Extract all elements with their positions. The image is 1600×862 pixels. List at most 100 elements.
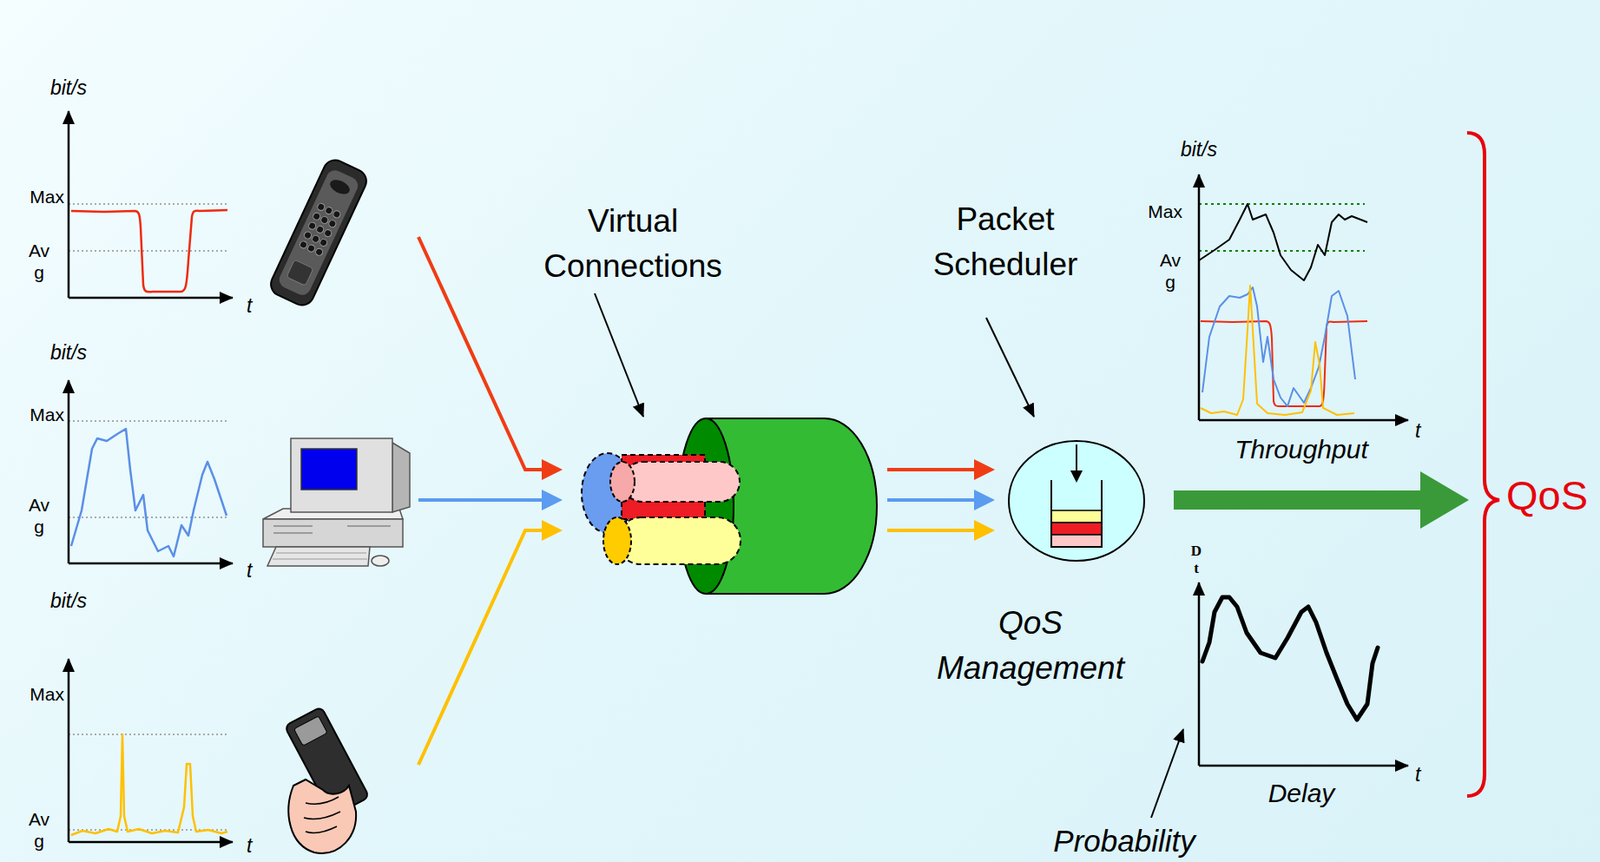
y-axis: [67, 380, 71, 564]
monitor-screen: [301, 448, 357, 490]
computer-icon: [263, 438, 410, 567]
yellow-tube: [617, 517, 741, 565]
time-axis-label: t: [246, 834, 252, 857]
time-axis-label: t: [1415, 419, 1421, 442]
queue-packet: [1051, 510, 1102, 523]
pipe: [581, 418, 877, 594]
callout-label: Virtual Connections: [541, 198, 725, 290]
data-curve: [71, 428, 227, 557]
yellow-tube-end: [603, 517, 632, 565]
blue-arrowhead: [974, 489, 995, 511]
y-axis: [1198, 174, 1201, 421]
burst-curve: [71, 734, 228, 836]
max-label: Max: [29, 683, 65, 705]
queue-arrowhead: [1070, 470, 1083, 483]
queue-packet: [1051, 534, 1102, 547]
x-axis: [1198, 419, 1409, 422]
leader-line: [1151, 729, 1184, 818]
voice-chart: [68, 111, 233, 298]
axis-unit: bit/s: [50, 341, 87, 366]
red-arrow: [887, 467, 978, 472]
monitor-side: [392, 442, 410, 513]
red-arrowhead: [541, 459, 563, 481]
chart-caption: Delay: [1268, 777, 1336, 810]
scheduler-circle: [920, 439, 1164, 563]
yellow-arrowhead: [974, 520, 995, 541]
avg-line: [68, 516, 228, 519]
avg-label: Av g: [1156, 249, 1185, 293]
keyboard-keys: [272, 553, 368, 560]
blue-arrow: [887, 498, 978, 502]
leader-line: [594, 293, 644, 417]
leader-line: [986, 317, 1034, 417]
red-arrow: [418, 237, 546, 470]
total-curve: [1198, 204, 1368, 281]
output-arrowhead: [1420, 471, 1469, 529]
axis-unit: bit/s: [50, 589, 87, 614]
phone-face: [276, 167, 362, 298]
burst-curve: [1200, 285, 1355, 415]
blue-arrow: [418, 498, 546, 502]
throughput-chart: [1198, 174, 1409, 421]
voice-curve: [1200, 321, 1368, 407]
y-axis: [1198, 582, 1201, 766]
keyboard: [267, 546, 370, 567]
monitor: [290, 438, 393, 513]
max-line: [68, 203, 228, 205]
max-line: [68, 420, 228, 422]
output-arrow: [1173, 490, 1424, 510]
qos-label: QoS: [1506, 471, 1588, 521]
queue-walls: [1051, 480, 1102, 547]
time-axis-label: t: [1415, 763, 1421, 786]
data-curve: [1202, 287, 1356, 407]
scheduler-input-arrows: [887, 459, 995, 541]
blue-arrowhead: [541, 489, 563, 511]
data-chart: [68, 380, 233, 564]
phone-mouthpiece: [286, 259, 314, 286]
x-axis: [68, 841, 233, 844]
delay-axis-label: D t: [1189, 542, 1204, 577]
time-axis-label: t: [246, 559, 252, 582]
x-axis: [68, 562, 233, 566]
max-label: Max: [1147, 200, 1183, 223]
queue-packet: [1051, 522, 1102, 535]
queue-arrow: [1075, 444, 1078, 473]
y-axis: [67, 658, 71, 843]
handheld-icon: [284, 706, 370, 854]
packet-scheduler: QoS Management: [920, 439, 1164, 692]
yellow-arrowhead: [541, 520, 563, 541]
max-line: [68, 733, 228, 736]
x-axis: [68, 296, 233, 300]
node-caption: QoS Management: [920, 600, 1141, 692]
hand: [288, 779, 356, 854]
chart-caption: Throughput: [1234, 434, 1368, 466]
axis-unit: bit/s: [1180, 138, 1218, 163]
pink-tube-end: [610, 461, 635, 502]
avg-line: [68, 250, 228, 252]
callout-label: Packet Scheduler: [927, 197, 1084, 288]
axis-unit: bit/s: [50, 76, 87, 101]
red-arrowhead: [974, 459, 995, 481]
avg-label: Av g: [25, 808, 53, 852]
phone-keypad: [298, 202, 342, 257]
avg-line: [1198, 250, 1365, 252]
pink-tube: [622, 461, 740, 502]
delay-chart: [1198, 582, 1409, 766]
x-axis: [1198, 764, 1409, 768]
phone-body: [267, 156, 371, 310]
fingers: [303, 796, 341, 834]
phone-icon: [267, 156, 371, 310]
phone-earpiece: [328, 177, 353, 198]
callout-label: Probability: [1053, 824, 1195, 859]
brace: [1467, 132, 1500, 797]
time-axis-label: t: [246, 294, 252, 317]
delay-curve: [1202, 597, 1378, 720]
computer-base: [263, 519, 403, 547]
avg-label: Av g: [25, 239, 53, 284]
yellow-arrow: [887, 528, 978, 533]
handheld-window: [294, 716, 329, 746]
input-arrows: [418, 237, 563, 765]
max-label: Max: [29, 403, 65, 426]
